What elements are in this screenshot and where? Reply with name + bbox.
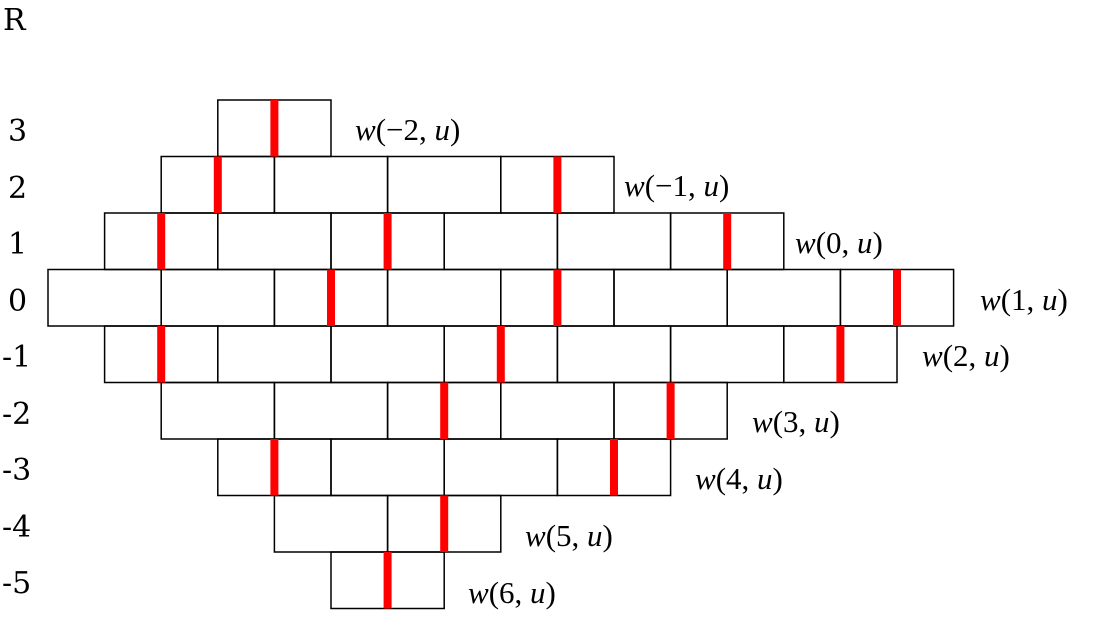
brick-cell xyxy=(273,155,389,214)
row-function-label: w(4, u) xyxy=(695,461,783,496)
label-var: w xyxy=(624,168,645,203)
brick-cell xyxy=(217,325,332,384)
brick-rows xyxy=(47,99,955,610)
label-var: w xyxy=(922,338,943,373)
row-function-label: w(2, u) xyxy=(922,338,1010,373)
row-index-label: -5 xyxy=(2,566,31,601)
brick-cell xyxy=(273,381,389,440)
brick-cell xyxy=(613,268,728,327)
brick-cell xyxy=(273,494,389,553)
label-var: w xyxy=(752,404,773,439)
label-param: u xyxy=(984,338,1000,373)
label-var: w xyxy=(695,461,716,496)
brick-row xyxy=(217,438,672,497)
label-param: u xyxy=(530,575,546,610)
label-param: u xyxy=(587,518,603,553)
brick-cell xyxy=(556,325,672,384)
row-index-label: 2 xyxy=(8,171,27,206)
row-function-label: w(1, u) xyxy=(980,282,1068,317)
row-index-labels: 3 2 1 0 -1 -2 -3 -4 -5 xyxy=(2,114,31,601)
label-arg: (4, xyxy=(716,461,757,496)
row-function-label: w(−2, u) xyxy=(355,112,460,147)
row-index-label: -1 xyxy=(2,340,31,375)
row-index-label: 1 xyxy=(8,227,27,262)
brick-cell xyxy=(386,155,502,214)
label-param: u xyxy=(435,112,451,147)
brick-cell xyxy=(726,268,842,327)
brick-row xyxy=(47,268,955,327)
brick-cell xyxy=(47,268,162,327)
label-arg: (1, xyxy=(1001,282,1042,317)
label-param: u xyxy=(1042,282,1058,317)
label-arg: (2, xyxy=(943,338,984,373)
label-param: u xyxy=(757,461,773,496)
row-function-labels: w(−2, u)w(−1, u)w(0, u)w(1, u)w(2, u)w(3… xyxy=(355,112,1068,610)
label-var: w xyxy=(525,518,546,553)
brick-cell xyxy=(500,381,615,440)
label-var: w xyxy=(980,282,1001,317)
label-close: ) xyxy=(450,112,460,147)
label-var: w xyxy=(355,112,376,147)
label-close: ) xyxy=(1000,338,1010,373)
brick-cell xyxy=(386,268,502,327)
brick-cell xyxy=(669,325,785,384)
brick-cell xyxy=(330,438,445,497)
row-index-label: -2 xyxy=(2,397,31,432)
label-close: ) xyxy=(546,575,556,610)
label-param: u xyxy=(857,225,873,260)
red-markers xyxy=(157,100,901,609)
row-function-label: w(6, u) xyxy=(468,575,556,610)
brick-row xyxy=(273,494,502,553)
brick-cell xyxy=(160,268,276,327)
label-param: u xyxy=(814,404,830,439)
label-arg: (0, xyxy=(816,225,857,260)
row-function-label: w(3, u) xyxy=(752,404,840,439)
label-close: ) xyxy=(719,168,729,203)
label-close: ) xyxy=(873,225,883,260)
row-index-label: -4 xyxy=(2,510,31,545)
row-index-label: 0 xyxy=(8,284,27,319)
row-function-label: w(5, u) xyxy=(525,518,613,553)
brick-row xyxy=(103,212,785,271)
label-close: ) xyxy=(603,518,613,553)
label-param: u xyxy=(704,168,720,203)
label-arg: (6, xyxy=(489,575,530,610)
label-close: ) xyxy=(773,461,783,496)
brick-cell xyxy=(443,438,559,497)
label-arg: (−2, xyxy=(376,112,435,147)
label-arg: (−1, xyxy=(645,168,704,203)
brick-cell xyxy=(330,325,445,384)
column-header: R xyxy=(3,3,27,38)
row-index-label: 3 xyxy=(8,114,27,149)
label-var: w xyxy=(795,225,816,260)
brick-cell xyxy=(556,212,672,271)
label-arg: (3, xyxy=(773,404,814,439)
row-index-label: -3 xyxy=(2,453,31,488)
label-close: ) xyxy=(1058,282,1068,317)
brick-cell xyxy=(160,381,276,440)
label-var: w xyxy=(468,575,489,610)
label-arg: (5, xyxy=(546,518,587,553)
row-function-label: w(0, u) xyxy=(795,225,883,260)
brick-cell xyxy=(443,212,559,271)
brick-row xyxy=(160,155,615,214)
brick-cell xyxy=(217,212,332,271)
row-function-label: w(−1, u) xyxy=(624,168,729,203)
label-close: ) xyxy=(830,404,840,439)
